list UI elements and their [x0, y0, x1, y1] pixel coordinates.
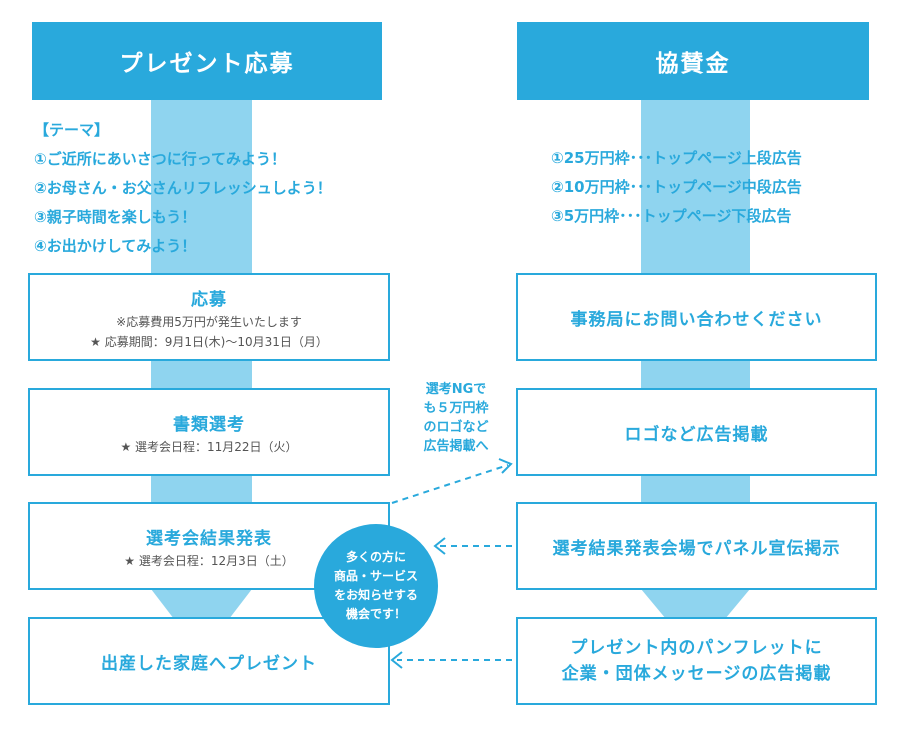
step-apply-period: ★ 応募期間：9月1日(木)〜10月31日（月） [90, 334, 328, 349]
ng-note-line-2: も５万円枠 [423, 401, 489, 416]
ad-plan-2: ②10万円枠･･･トップページ中段広告 [551, 178, 802, 196]
step-logo-ad-title: ロゴなど広告掲載 [624, 424, 769, 445]
step-result-announcement-title: 選考会結果発表 [146, 528, 272, 549]
left-header: プレゼント応募 [32, 22, 382, 100]
step-apply-note: ※応募費用5万円が発生いたします [116, 314, 302, 329]
arrowhead-to-logo-ad [498, 458, 513, 474]
promo-circle-line-4: 機会です！ [345, 607, 406, 621]
promo-circle: 多くの方に 商品・サービス をお知らせする 機会です！ [314, 524, 438, 648]
arrowhead-from-pamphlet-ad [390, 651, 403, 669]
theme-item-2: ②お母さん・お父さんリフレッシュしよう！ [34, 179, 332, 197]
theme-list: 【テーマ】 ①ご近所にあいさつに行ってみよう！ ②お母さん・お父さんリフレッシュ… [34, 116, 332, 261]
step-logo-ad-box: ロゴなど広告掲載 [516, 388, 877, 476]
step-result-announcement-date: ★ 選考会日程：12月3日（土） [124, 553, 294, 568]
step-contact-office-title: 事務局にお問い合わせください [570, 309, 823, 330]
ad-plan-list: ①25万円枠･･･トップページ上段広告 ②10万円枠･･･トップページ中段広告 … [551, 144, 802, 231]
arrow-to-logo-ad [391, 464, 509, 504]
right-header: 協賛金 [517, 22, 869, 100]
step-apply-title: 応募 [191, 289, 227, 310]
ng-note: 選考NGで も５万円枠 のロゴなど 広告掲載へ [404, 380, 508, 456]
step-apply-box: 応募 ※応募費用5万円が発生いたします ★ 応募期間：9月1日(木)〜10月31… [28, 273, 390, 361]
left-arrow-head [151, 589, 252, 619]
step-pamphlet-ad-box: プレゼント内のパンフレットに 企業・団体メッセージの広告掲載 [516, 617, 877, 705]
step-panel-display-title: 選考結果発表会場でパネル宣伝掲示 [552, 538, 841, 559]
step-document-screening-title: 書類選考 [173, 414, 245, 435]
theme-item-3: ③親子時間を楽しもう！ [34, 208, 197, 226]
ng-note-line-1: 選考NGで [425, 382, 487, 397]
step-pamphlet-ad-line-1: プレゼント内のパンフレットに [570, 638, 823, 658]
promo-circle-line-2: 商品・サービス [333, 569, 418, 583]
right-header-label: 協賛金 [655, 51, 731, 77]
step-present-box: 出産した家庭へプレゼント [28, 617, 390, 705]
theme-item-1: ①ご近所にあいさつに行ってみよう！ [34, 150, 286, 168]
step-panel-display-box: 選考結果発表会場でパネル宣伝掲示 [516, 502, 877, 590]
theme-item-4: ④お出かけしてみよう！ [34, 237, 197, 255]
promo-circle-line-1: 多くの方に [345, 550, 406, 564]
ng-note-line-3: のロゴなど [423, 420, 489, 435]
ng-note-line-4: 広告掲載へ [423, 439, 489, 454]
left-header-label: プレゼント応募 [119, 51, 295, 77]
promo-circle-line-3: をお知らせする [334, 588, 418, 602]
ad-plan-3: ③5万円枠･･･トップページ下段広告 [551, 207, 792, 225]
step-contact-office-box: 事務局にお問い合わせください [516, 273, 877, 361]
step-pamphlet-ad-line-2: 企業・団体メッセージの広告掲載 [561, 664, 832, 684]
step-present-title: 出産した家庭へプレゼント [101, 653, 317, 674]
theme-heading: 【テーマ】 [34, 121, 110, 139]
right-arrow-head [641, 589, 750, 619]
step-document-screening-date: ★ 選考会日程：11月22日（火） [120, 439, 298, 454]
step-document-screening-box: 書類選考 ★ 選考会日程：11月22日（火） [28, 388, 390, 476]
arrowhead-from-panel-display [433, 537, 446, 555]
ad-plan-1: ①25万円枠･･･トップページ上段広告 [551, 149, 802, 167]
